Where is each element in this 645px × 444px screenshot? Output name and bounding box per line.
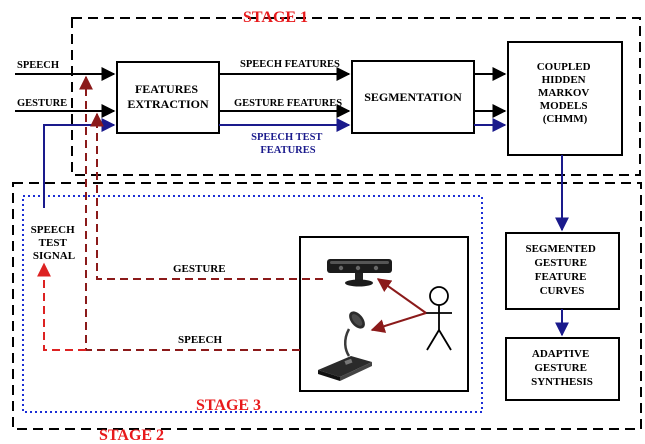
stage2-frame [12, 182, 642, 430]
gesture-feedback-label: GESTURE [173, 263, 226, 275]
segmented-curves-block: SEGMENTED GESTURE FEATURE CURVES [505, 232, 620, 310]
svg-text:ADAPTIVE GESTURE S: ADAPTIVE GESTURE SYNTHESIS [531, 348, 593, 388]
microphone-icon [318, 311, 372, 381]
stage3-frame [22, 195, 483, 413]
speech-features-label: SPEECH FEATURES [240, 59, 340, 70]
adaptive-synthesis-block: ADAPTIVE GESTURE SYNTHESIS [505, 337, 620, 401]
svg-text:SEGMENTATION: SEGMENTATION [364, 90, 462, 104]
person-to-kinect-arrow [376, 278, 427, 314]
stage3-label: STAGE 3 [196, 397, 261, 414]
stage1-label: STAGE 1 [243, 9, 308, 26]
features-extraction-block: FEATURES EXTRACTION [116, 61, 220, 134]
speech-feedback-label: SPEECH [178, 334, 222, 346]
stage2-label: STAGE 2 [99, 427, 164, 444]
kinect-sensor-icon [327, 259, 392, 287]
speech-test-feedback-line [37, 262, 86, 351]
chmm-block: COUPLED HIDDEN MARKOV MODELS (CHMM) [507, 41, 623, 156]
gesture-features-label: GESTURE FEATURES [234, 98, 342, 109]
svg-text:COUPLED HIDDEN MAR: COUPLED HIDDEN MARKOV MODELS (CHMM) [537, 61, 594, 125]
person-to-microphone-arrow [370, 312, 427, 333]
svg-text:FEATURES EXTRACTION: FEATURES EXTRACTION [127, 82, 209, 111]
speech-input-label: SPEECH [17, 60, 59, 71]
stage1-frame [71, 17, 641, 176]
speech-test-signal-label: SPEECH TEST SIGNAL [31, 224, 78, 262]
gesture-feedback-line [90, 112, 323, 280]
svg-text:SEGMENTED GESTURE: SEGMENTED GESTURE FEATURE CURVES [525, 243, 598, 297]
speech-test-features-label: SPEECH TEST FEATURES [251, 132, 325, 156]
gesture-input-label: GESTURE [17, 98, 67, 109]
stick-figure-icon [426, 286, 452, 351]
segmentation-block: SEGMENTATION [351, 60, 475, 134]
